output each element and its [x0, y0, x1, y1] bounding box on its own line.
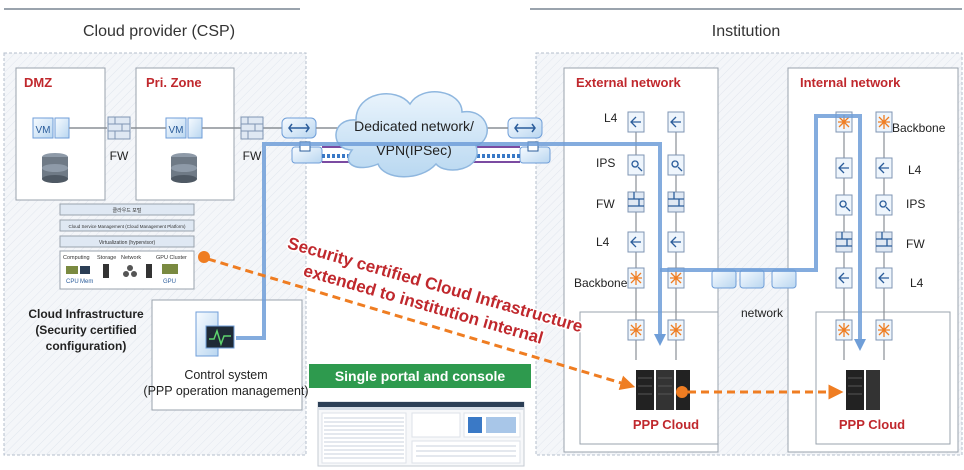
internal-network-label: Internal network — [800, 75, 901, 90]
firewall-icon — [240, 116, 264, 140]
external-device-stack — [627, 111, 685, 360]
portal-banner — [309, 364, 531, 388]
network-switch-icon — [711, 269, 797, 289]
l4-device-icon — [667, 231, 685, 253]
backbone-device-icon — [627, 267, 645, 289]
control-label-1: Control system — [184, 368, 267, 382]
svg-text:Mem: Mem — [80, 279, 93, 285]
ppp2-label: PPP Cloud — [839, 417, 905, 432]
int-label-l4: L4 — [908, 163, 922, 177]
svg-text:CPU: CPU — [66, 279, 79, 285]
pri-vm-icon: VM — [165, 117, 203, 139]
fw-device-icon — [875, 231, 893, 253]
fw2-label: FW — [243, 149, 262, 163]
svg-text:GPU: GPU — [163, 279, 176, 285]
backbone-device-icon — [667, 319, 685, 341]
l4-device-icon — [875, 267, 893, 289]
infra-label-2: (Security certified — [35, 323, 136, 337]
dmz-database-icon — [42, 153, 68, 183]
backbone-device-icon — [875, 111, 893, 133]
svg-text:VM: VM — [169, 125, 184, 136]
svg-text:Cloud Service Management (Clou: Cloud Service Management (Cloud Manageme… — [68, 224, 186, 229]
control-system-box — [151, 299, 303, 411]
svg-text:Virtualization (hypervisor): Virtualization (hypervisor) — [99, 240, 156, 246]
svg-text:Computing: Computing — [63, 255, 90, 261]
pri-database-icon — [171, 153, 197, 183]
ext-label-backbone: Backbone — [574, 276, 628, 290]
portal-banner-label: Single portal and console — [335, 368, 506, 384]
ext-label-l4: L4 — [604, 111, 618, 125]
l4-device-icon — [835, 157, 853, 179]
router-icon — [507, 117, 543, 139]
svg-text:VM: VM — [36, 125, 51, 136]
ips-device-icon — [667, 154, 685, 176]
ext-label-l4b: L4 — [596, 235, 610, 249]
internal-device-stack — [835, 111, 893, 360]
firewall-icon — [107, 116, 131, 140]
fw-device-icon — [667, 191, 685, 213]
backbone-device-icon — [627, 319, 645, 341]
infra-label-1: Cloud Infrastructure — [28, 307, 144, 321]
ips-device-icon — [835, 194, 853, 216]
infra-label-3: configuration) — [46, 339, 127, 353]
dmz-vm-icon: VM — [32, 117, 70, 139]
csp-header: Cloud provider (CSP) — [83, 23, 235, 40]
svg-text:Storage: Storage — [97, 255, 116, 261]
l4-device-icon — [875, 157, 893, 179]
pri-zone-label: Pri. Zone — [146, 75, 202, 90]
l4-device-icon — [835, 267, 853, 289]
int-label-fw: FW — [906, 237, 925, 251]
ips-device-icon — [875, 194, 893, 216]
backbone-device-icon — [835, 319, 853, 341]
institution-header: Institution — [712, 23, 780, 40]
svg-text:Network: Network — [121, 255, 141, 261]
cloud-icon — [335, 91, 488, 178]
dedicated-label-1: Dedicated network/ — [354, 118, 474, 134]
vpn-gateway-icon — [519, 141, 551, 164]
l4-device-icon — [627, 111, 645, 133]
ppp-server-icon — [846, 370, 880, 410]
dmz-label: DMZ — [24, 75, 52, 90]
svg-text:클라우드 포털: 클라우드 포털 — [113, 207, 142, 214]
l4-device-icon — [627, 231, 645, 253]
ppp1-label: PPP Cloud — [633, 417, 699, 432]
router-icon — [281, 117, 317, 139]
int-label-backbone: Backbone — [892, 121, 946, 135]
control-console-icon — [195, 311, 235, 357]
ext-label-ips: IPS — [596, 156, 615, 170]
fw-device-icon — [835, 231, 853, 253]
external-network-label: External network — [576, 75, 682, 90]
svg-text:GPU Cluster: GPU Cluster — [156, 255, 187, 261]
ext-label-fw: FW — [596, 197, 615, 211]
mid-network-label: network — [741, 306, 784, 320]
int-label-ips: IPS — [906, 197, 925, 211]
ips-device-icon — [627, 154, 645, 176]
control-label-2: (PPP operation management) — [143, 384, 308, 398]
extension-path — [236, 142, 662, 340]
orange-flow-arrow — [207, 257, 636, 391]
portal-screenshot-thumbnail — [317, 401, 525, 467]
cloud-stack: 클라우드 포털 Cloud Service Management (Cloud … — [59, 203, 195, 290]
backbone-device-icon — [875, 319, 893, 341]
int-label-l4b: L4 — [910, 276, 924, 290]
l4-device-icon — [667, 111, 685, 133]
fw1-label: FW — [110, 149, 129, 163]
fw-device-icon — [627, 191, 645, 213]
